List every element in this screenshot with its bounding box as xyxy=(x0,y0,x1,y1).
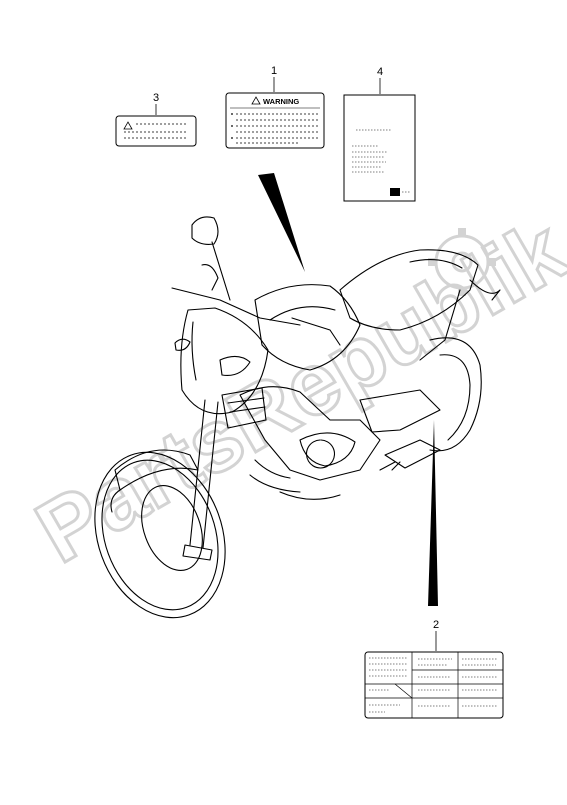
warning-title: WARNING xyxy=(263,97,299,106)
label-4-booklet xyxy=(343,94,416,202)
leader-label-1 xyxy=(258,173,305,272)
callout-number-2: 2 xyxy=(433,619,439,631)
warning-triangle-icon xyxy=(251,96,261,105)
leader-lines xyxy=(258,173,438,606)
label-2-sticker xyxy=(364,651,504,719)
label-3-sticker xyxy=(115,115,197,147)
label-1-group: 1 WARNING xyxy=(225,65,325,149)
gear-icon xyxy=(428,228,496,296)
leader-label-2 xyxy=(428,420,438,606)
motorcycle-drawing xyxy=(94,216,501,619)
warning-triangle-icon xyxy=(123,121,133,130)
callout-number-4: 4 xyxy=(377,66,383,78)
label-1-sticker xyxy=(225,92,325,149)
label-3-group: 3 xyxy=(115,92,197,147)
callout-number-3: 3 xyxy=(153,92,159,104)
label-4-group: 4 xyxy=(343,66,416,202)
label-2-group: 2 xyxy=(364,619,504,719)
callout-number-1: 1 xyxy=(271,65,277,77)
